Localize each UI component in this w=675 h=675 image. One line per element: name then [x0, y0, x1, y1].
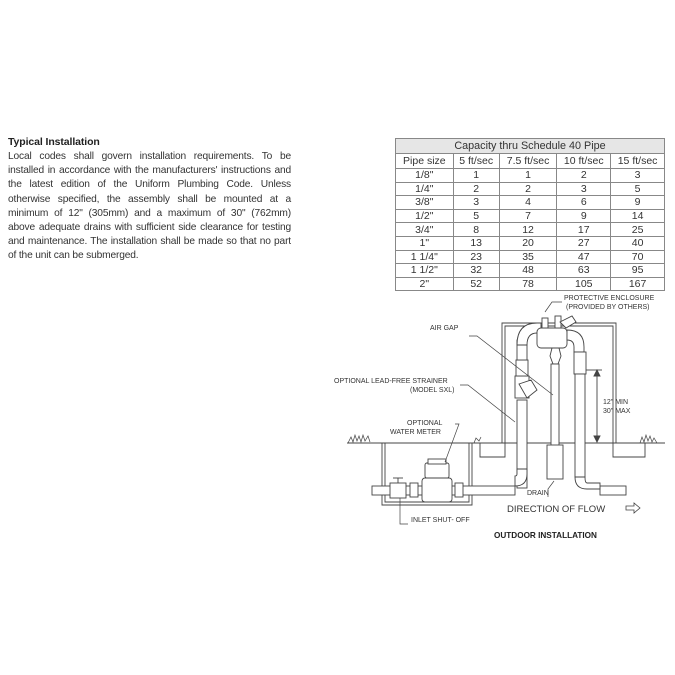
label-strainer-1: OPTIONAL LEAD-FREE STRAINER	[334, 378, 448, 385]
cell: 78	[498, 276, 558, 292]
cell: 2"	[395, 276, 454, 292]
col-header: 7.5 ft/sec	[498, 153, 558, 169]
label-enclosure-2: (PROVIDED BY OTHERS)	[566, 304, 650, 311]
col-header: 15 ft/sec	[610, 153, 665, 169]
label-meter-1: OPTIONAL	[407, 420, 443, 427]
section-heading: Typical Installation	[8, 136, 100, 148]
outlet-riser	[566, 329, 601, 490]
inlet-riser	[514, 322, 542, 489]
label-enclosure-1: PROTECTIVE ENCLOSURE	[564, 295, 655, 302]
label-meter-2: WATER METER	[390, 429, 441, 436]
backflow-assembly	[536, 315, 577, 365]
grass-icon	[347, 433, 658, 444]
label-strainer-2: (MODEL SXL)	[410, 387, 454, 394]
section-body: Local codes shall govern installation re…	[8, 151, 291, 262]
leader-lines	[399, 301, 562, 525]
cell: 52	[452, 276, 500, 292]
label-height-1: 12" MIN	[603, 399, 628, 406]
drain-pipe	[546, 363, 564, 480]
label-air-gap: AIR GAP	[430, 325, 459, 332]
capacity-table: Capacity thru Schedule 40 Pipe Pipe size…	[395, 138, 665, 292]
label-drain: DRAIN	[527, 490, 549, 497]
label-flow: DIRECTION OF FLOW	[507, 504, 605, 515]
typical-installation-section: Typical Installation Local codes shall g…	[8, 136, 291, 264]
water-meter	[409, 458, 464, 503]
cell: 23	[452, 249, 500, 265]
cell: 167	[610, 276, 665, 292]
inlet-shutoff-valve	[389, 477, 407, 499]
flow-arrow-icon	[625, 502, 641, 514]
diagram-title: OUTDOOR INSTALLATION	[494, 531, 597, 540]
label-shutoff: INLET SHUT- OFF	[411, 517, 470, 524]
table-title: Capacity thru Schedule 40 Pipe	[395, 138, 665, 154]
label-height-2: 30" MAX	[603, 408, 631, 415]
col-header: 5 ft/sec	[452, 153, 500, 169]
col-header: 10 ft/sec	[556, 153, 612, 169]
table-header-row: Pipe size 5 ft/sec 7.5 ft/sec 10 ft/sec …	[395, 153, 665, 169]
height-dimension	[586, 368, 602, 444]
